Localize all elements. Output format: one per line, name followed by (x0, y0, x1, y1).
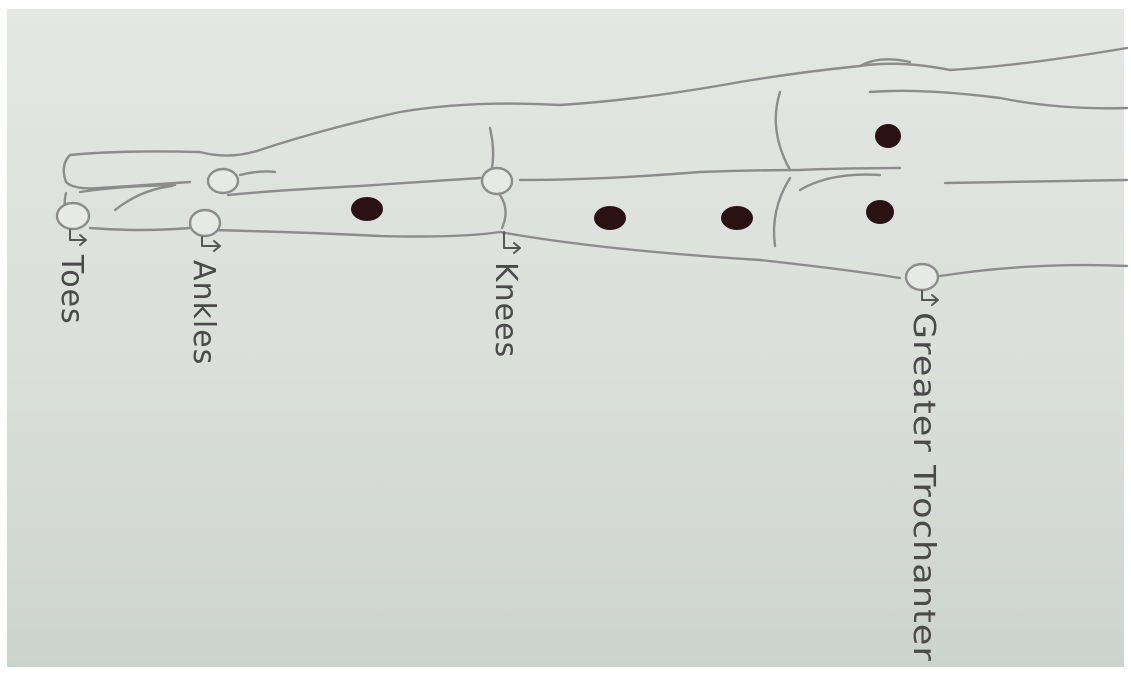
knee-circle (482, 168, 512, 194)
ankle-upper-circle (208, 169, 238, 193)
label-greater-trochanter: Greater Trochanter (906, 312, 941, 662)
thigh-marker-dot-1 (594, 206, 626, 230)
hip-marker-dot-lower (866, 200, 894, 224)
greater-trochanter-circle (906, 264, 938, 290)
label-knees: Knees (488, 262, 523, 358)
shin-marker-dot (351, 197, 383, 221)
hip-marker-dot-upper (875, 124, 901, 148)
ankle-lower-circle (190, 210, 220, 236)
label-ankles: Ankles (186, 260, 221, 365)
label-toes: Toes (54, 254, 89, 325)
thigh-marker-dot-2 (721, 206, 753, 230)
toe-joint-circle (57, 203, 89, 229)
